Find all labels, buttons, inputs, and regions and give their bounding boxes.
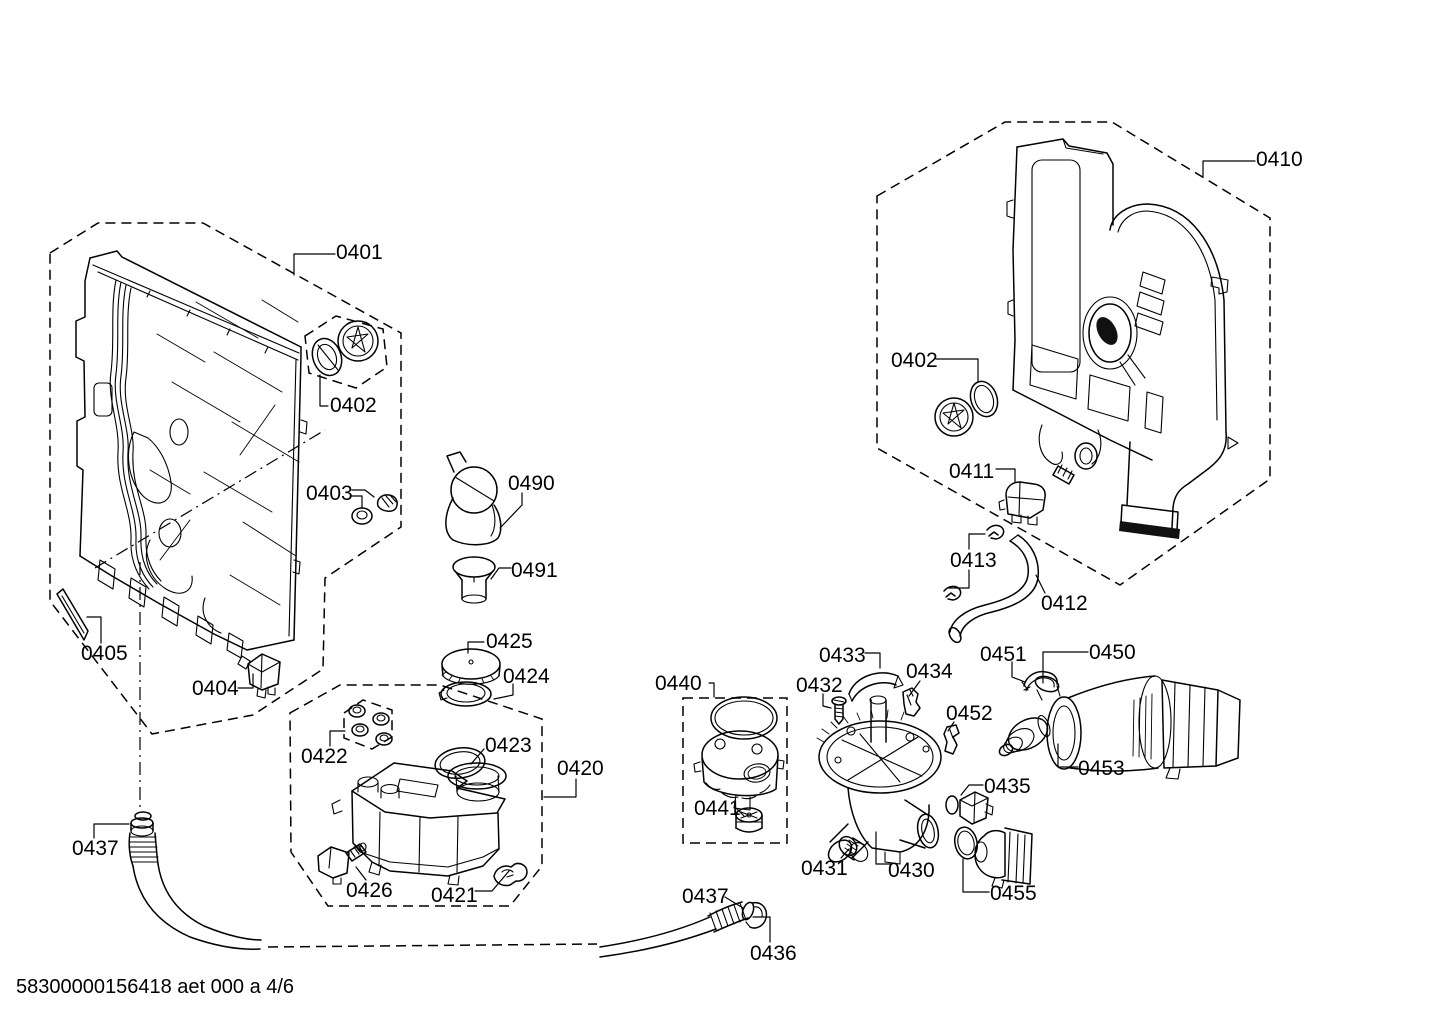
part-label-0451: 0451	[980, 643, 1027, 666]
part-0440-cover-kit	[693, 696, 785, 811]
part-label-0413: 0413	[950, 549, 997, 572]
part-0422-plug-set	[348, 704, 393, 746]
part-0430-sump	[816, 695, 942, 865]
part-0403-grommet-plug	[351, 494, 398, 525]
part-0421-clip	[493, 862, 528, 887]
part-0412-hose	[948, 534, 1040, 644]
part-0401-side-panel	[75, 250, 308, 659]
dashed-group-boxes	[49, 121, 1271, 907]
hose-continuation-line	[267, 943, 598, 948]
part-label-0401: 0401	[336, 241, 383, 264]
part-label-0440: 0440	[655, 672, 702, 695]
group-box-0440	[682, 697, 788, 844]
part-0491-funnel	[452, 556, 496, 604]
part-label-0422: 0422	[301, 745, 348, 768]
part-label-0437-center: 0437	[682, 885, 729, 908]
part-0425-cap	[441, 648, 501, 685]
part-0413-clamps	[943, 524, 1005, 601]
part-0402-seal-set-left	[311, 320, 379, 377]
part-0420-water-softener	[331, 762, 507, 886]
part-label-0435: 0435	[984, 775, 1031, 798]
group-box-0401	[49, 222, 402, 735]
part-label-0430: 0430	[888, 859, 935, 882]
part-0451-clamp	[1021, 670, 1058, 692]
part-label-0491: 0491	[511, 559, 558, 582]
part-label-0453: 0453	[1078, 757, 1125, 780]
part-label-0452: 0452	[946, 702, 993, 725]
axis-line-panel-diagonal	[94, 429, 326, 569]
centerlines	[94, 429, 598, 948]
group-box-0420	[289, 684, 543, 907]
part-label-0431: 0431	[801, 857, 848, 880]
part-label-0402-right: 0402	[891, 349, 938, 372]
part-0490-filling-jug	[445, 451, 502, 546]
part-0452-bracket	[943, 724, 960, 755]
part-0433-bracket	[848, 672, 904, 702]
part-0436-0437-drain-hose	[599, 901, 768, 958]
group-box-0402	[304, 315, 388, 389]
part-label-0424: 0424	[503, 665, 550, 688]
part-label-0410: 0410	[1256, 148, 1303, 171]
part-label-0436: 0436	[750, 942, 797, 965]
part-0405-wedge	[56, 588, 89, 641]
part-0435-valve-oring	[945, 791, 994, 825]
part-label-0490: 0490	[508, 472, 555, 495]
part-label-0402-left: 0402	[330, 394, 377, 417]
part-label-0450: 0450	[1089, 641, 1136, 664]
part-0404-valve	[237, 653, 281, 699]
part-label-0403: 0403	[306, 482, 353, 505]
part-0402-seal-set-right	[934, 380, 999, 437]
part-label-0423: 0423	[485, 734, 532, 757]
part-label-0425: 0425	[486, 630, 533, 653]
part-0426-valve	[317, 842, 367, 885]
group-box-0410	[876, 121, 1271, 586]
part-0432-screw	[831, 696, 847, 725]
part-0453-outlet-cone	[998, 717, 1049, 757]
part-label-0412: 0412	[1041, 592, 1088, 615]
part-0455-drain-pump	[953, 826, 1033, 889]
part-0424-seal-ring	[438, 681, 492, 707]
part-label-0411: 0411	[949, 460, 995, 483]
part-0450-heat-pump	[1034, 675, 1241, 780]
part-label-0405: 0405	[81, 642, 128, 665]
leader-lines	[86, 160, 1256, 943]
part-label-0432: 0432	[796, 674, 843, 697]
part-label-0433: 0433	[819, 644, 866, 667]
part-0441-impeller	[735, 807, 763, 833]
part-0411-housing	[998, 481, 1046, 526]
document-code: 58300000156418 aet 000 a 4/6	[16, 976, 295, 998]
part-label-0455: 0455	[990, 882, 1037, 905]
part-label-0434: 0434	[906, 660, 953, 683]
part-0410-heat-exchanger	[1006, 138, 1239, 539]
part-0437-supply-hose	[128, 811, 262, 950]
part-label-0420: 0420	[557, 757, 604, 780]
part-label-0426: 0426	[346, 879, 393, 902]
part-label-0404: 0404	[192, 677, 239, 700]
part-label-0437-left: 0437	[72, 837, 119, 860]
part-label-0441: 0441	[694, 797, 741, 820]
part-label-0421: 0421	[431, 884, 478, 907]
